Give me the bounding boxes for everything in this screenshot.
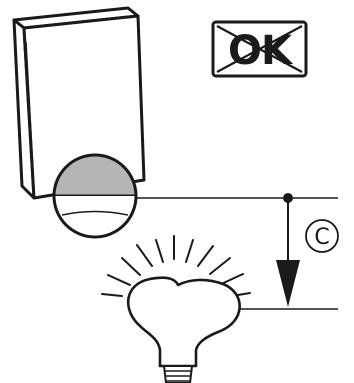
distance-label: C (305, 219, 339, 253)
ok-badge: OK (211, 20, 308, 78)
light-rays (101, 235, 251, 298)
light-bulb (126, 276, 241, 383)
cross-out-line (216, 25, 303, 73)
distance-arrow (276, 193, 300, 307)
sensor-lens (52, 153, 138, 239)
distance-label-text: C (314, 225, 329, 250)
sensor-housing (12, 6, 146, 200)
